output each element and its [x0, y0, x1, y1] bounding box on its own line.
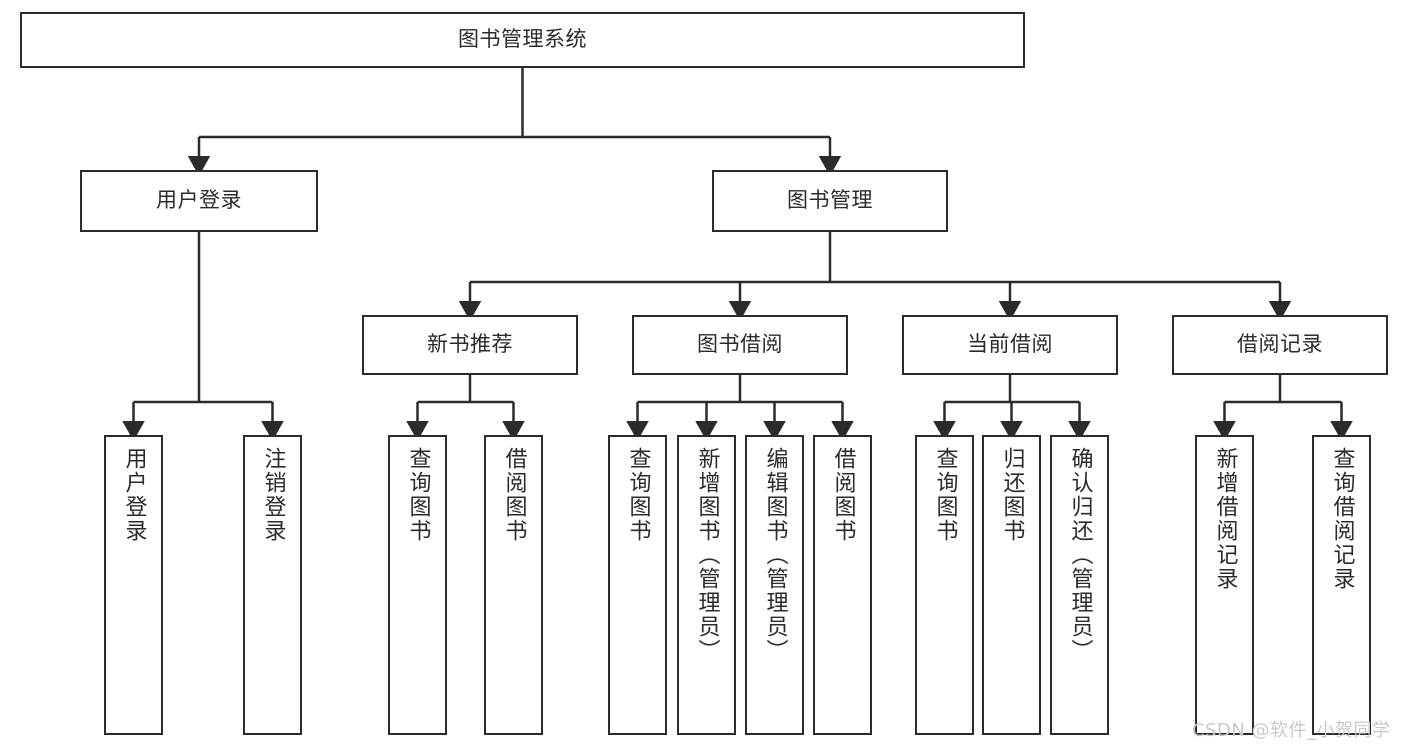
- node-label: 图书管理: [787, 188, 873, 213]
- node-label: 查询图书: [405, 447, 431, 543]
- node-leaf6[interactable]: 新增图书（管理员）: [677, 435, 736, 735]
- node-label: 归还图书: [999, 447, 1025, 543]
- node-leaf7[interactable]: 编辑图书（管理员）: [745, 435, 804, 735]
- node-leaf8[interactable]: 借阅图书: [813, 435, 872, 735]
- node-label: 图书借阅: [697, 332, 783, 357]
- node-current[interactable]: 当前借阅: [902, 315, 1118, 375]
- node-label: 编辑图书（管理员）: [762, 447, 788, 663]
- node-root[interactable]: 图书管理系统: [20, 12, 1025, 68]
- node-leaf11[interactable]: 确认归还（管理员）: [1050, 435, 1109, 735]
- node-leaf2[interactable]: 注销登录: [243, 435, 302, 735]
- node-label: 查询借阅记录: [1329, 447, 1355, 591]
- node-bookmgmt[interactable]: 图书管理: [712, 170, 948, 232]
- node-leaf10[interactable]: 归还图书: [982, 435, 1041, 735]
- node-label: 新增借阅记录: [1212, 447, 1238, 591]
- node-label: 新增图书（管理员）: [694, 447, 720, 663]
- node-leaf13[interactable]: 查询借阅记录: [1312, 435, 1371, 735]
- node-label: 确认归还（管理员）: [1067, 447, 1093, 663]
- node-label: 查询图书: [625, 447, 651, 543]
- node-label: 借阅记录: [1237, 332, 1323, 357]
- node-leaf1[interactable]: 用户登录: [104, 435, 163, 735]
- node-label: 借阅图书: [830, 447, 856, 543]
- node-login[interactable]: 用户登录: [80, 170, 318, 232]
- node-leaf5[interactable]: 查询图书: [608, 435, 667, 735]
- node-records[interactable]: 借阅记录: [1172, 315, 1388, 375]
- node-leaf4[interactable]: 借阅图书: [484, 435, 543, 735]
- node-leaf3[interactable]: 查询图书: [388, 435, 447, 735]
- node-leaf12[interactable]: 新增借阅记录: [1195, 435, 1254, 735]
- node-label: 用户登录: [121, 447, 147, 543]
- node-label: 图书管理系统: [458, 27, 587, 52]
- node-label: 新书推荐: [427, 332, 513, 357]
- node-label: 用户登录: [156, 188, 242, 213]
- node-leaf9[interactable]: 查询图书: [915, 435, 974, 735]
- node-newrec[interactable]: 新书推荐: [362, 315, 578, 375]
- node-label: 注销登录: [260, 447, 286, 543]
- node-label: 查询图书: [932, 447, 958, 543]
- node-label: 当前借阅: [967, 332, 1053, 357]
- node-borrow[interactable]: 图书借阅: [632, 315, 848, 375]
- node-label: 借阅图书: [501, 447, 527, 543]
- csdn-watermark: CSDN @软件_小贺同学: [1192, 720, 1391, 741]
